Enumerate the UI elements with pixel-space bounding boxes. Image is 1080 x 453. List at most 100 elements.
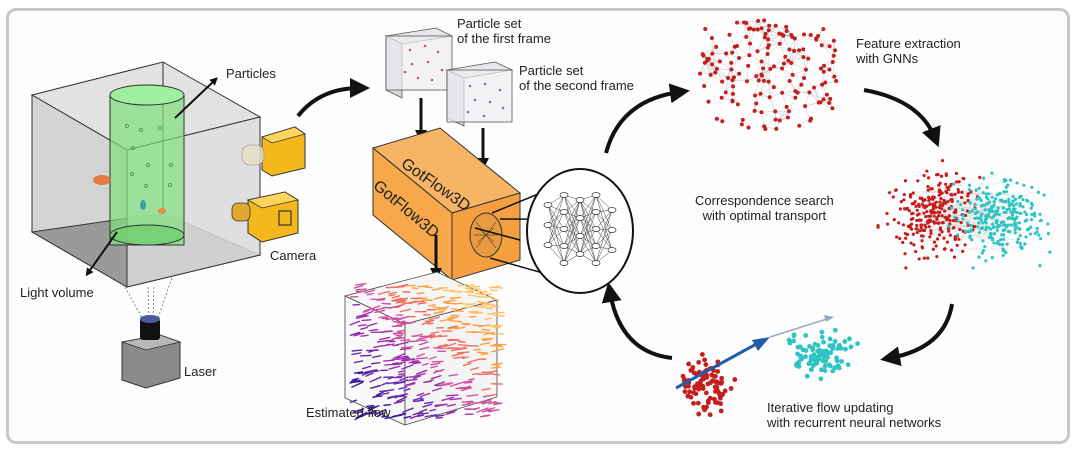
flow-vector: [399, 308, 411, 313]
target-particle: [799, 356, 805, 362]
target-particle: [1018, 211, 1022, 215]
target-particle: [1030, 212, 1034, 217]
target-particle: [1002, 206, 1006, 210]
graph-node: [737, 71, 742, 76]
target-particle: [999, 220, 1003, 225]
flow-vector: [355, 288, 368, 291]
source-particle: [707, 412, 713, 418]
flow-vector: [419, 335, 432, 338]
target-particle: [834, 355, 839, 361]
source-particle: [700, 352, 705, 357]
target-particle: [999, 238, 1003, 242]
flow-vector: [352, 408, 365, 413]
graph-node: [802, 76, 807, 81]
source-particle: [902, 198, 906, 202]
flow-vector: [365, 368, 378, 373]
target-particle: [984, 225, 988, 229]
graph-edge: [753, 20, 765, 30]
source-particle: [945, 185, 949, 190]
target-particle: [953, 215, 957, 220]
target-particle: [1015, 181, 1019, 185]
graph-edge: [781, 92, 787, 107]
graph-node: [719, 95, 724, 100]
source-particle: [920, 196, 924, 200]
nn-connection: [579, 217, 597, 247]
source-particle: [953, 192, 957, 196]
graph-node: [735, 20, 740, 25]
graph-node: [762, 35, 767, 40]
flow-vector: [385, 339, 394, 342]
flow-vector: [351, 349, 363, 352]
flow-vector: [448, 373, 459, 377]
graph-edge: [762, 68, 769, 82]
flow-vector: [461, 403, 471, 406]
source-particle: [927, 214, 931, 218]
source-particle: [922, 211, 926, 215]
graph-node: [761, 78, 766, 83]
source-particle: [942, 247, 947, 251]
flow-vector: [447, 325, 458, 329]
flow-vector: [376, 298, 385, 301]
flow-vector: [481, 400, 492, 405]
source-particle: [728, 386, 734, 391]
graph-node: [785, 115, 790, 120]
graph-node: [783, 54, 788, 59]
source-particle: [947, 214, 951, 218]
source-particle: [940, 158, 945, 163]
target-particle: [996, 225, 1000, 229]
source-particle: [937, 189, 941, 193]
flow-vector: [359, 354, 372, 357]
flow-vector: [373, 409, 387, 416]
target-particle: [1001, 237, 1006, 241]
nn-connection: [595, 194, 613, 211]
flow-vector: [350, 379, 358, 383]
target-particle: [855, 341, 860, 347]
graph-node: [820, 82, 825, 87]
feature-extraction-label: Feature extraction with GNNs: [856, 36, 961, 66]
flow-vector: [491, 366, 502, 369]
target-particle: [990, 195, 994, 199]
graph-node: [708, 72, 713, 77]
target-particle: [811, 352, 817, 358]
flow-vector: [492, 409, 500, 412]
target-particle: [1013, 197, 1018, 201]
flow-vector: [466, 305, 474, 309]
graph-node: [766, 28, 771, 33]
target-particle: [839, 359, 845, 364]
flow-vector: [354, 413, 366, 421]
graph-edge: [768, 68, 771, 82]
target-particle: [811, 363, 816, 368]
particle-set-first-label: Particle set of the first frame: [457, 16, 551, 46]
source-particle: [894, 188, 898, 192]
graph-node: [700, 52, 705, 57]
target-particle: [819, 334, 825, 340]
target-particle: [1036, 190, 1041, 194]
graph-node: [710, 51, 715, 56]
flow-vector: [353, 284, 364, 289]
target-particle: [832, 365, 838, 371]
graph-edge: [769, 92, 783, 98]
graph-edge: [749, 55, 762, 62]
flow-vector: [443, 342, 457, 348]
source-particle: [924, 215, 928, 219]
source-particle: [691, 390, 697, 396]
target-particle: [984, 192, 988, 196]
flow-vector: [449, 397, 462, 401]
flow-vector: [424, 286, 433, 289]
flow-vector: [378, 336, 391, 341]
source-particle: [886, 222, 890, 226]
flow-vector: [368, 349, 377, 353]
target-particle: [1022, 183, 1026, 187]
source-particle: [692, 384, 697, 390]
source-particle: [944, 182, 948, 186]
source-particle: [928, 235, 932, 239]
source-particle: [917, 257, 921, 261]
target-particle: [982, 176, 986, 180]
flow-vector: [479, 304, 489, 307]
graph-node: [752, 108, 757, 113]
graph-edge: [757, 20, 769, 31]
graph-node: [774, 126, 779, 131]
flow-vector: [480, 352, 489, 356]
target-particle: [975, 216, 979, 220]
